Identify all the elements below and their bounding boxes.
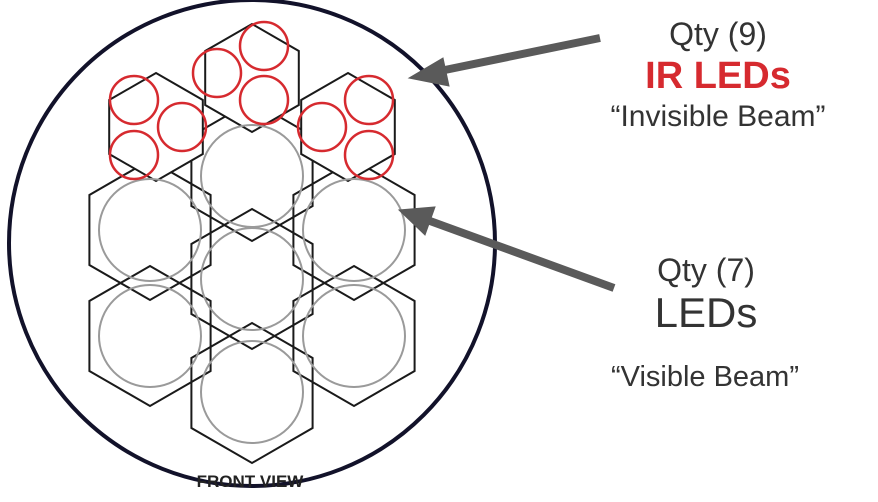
visible-led (302, 178, 406, 282)
large-hex-cell (292, 264, 416, 408)
ir-led (296, 101, 348, 153)
ir-arrow (407, 34, 601, 87)
visible-beam-description: “Visible Beam” (610, 361, 800, 393)
ir-qty-label: Qty (9) (669, 16, 767, 52)
large-hex-cell (292, 158, 416, 302)
visible-led-title: LEDs (654, 289, 758, 336)
visible-led (200, 340, 304, 444)
large-hex-cell (190, 321, 314, 465)
ir-led (156, 101, 208, 153)
visible-arrow-head (397, 206, 436, 236)
ir-led (343, 129, 395, 181)
visible-led-group (98, 124, 406, 444)
ir-led (238, 20, 290, 72)
visible-qty-label: Qty (7) (657, 252, 755, 288)
ir-led (238, 74, 290, 126)
visible-arrow (397, 206, 616, 292)
ir-arrow-head (407, 57, 450, 87)
visible-arrow-shaft (428, 217, 616, 292)
small-hex-cell (300, 71, 396, 183)
ir-arrow-shaft (439, 34, 601, 75)
visible-led (98, 178, 202, 282)
ir-led (108, 129, 160, 181)
ir-led-group (108, 20, 395, 181)
front-view-caption: FRONT VIEW (196, 472, 304, 491)
visible-led (200, 227, 304, 331)
large-hex-cell (190, 207, 314, 351)
large-hex-cell (88, 264, 212, 408)
visible-led (302, 284, 406, 388)
ir-led (108, 74, 160, 126)
ir-beam-description: “Invisible Beam” (610, 100, 826, 133)
visible-led (98, 284, 202, 388)
large-hex-cell (88, 158, 212, 302)
ir-led (191, 47, 243, 99)
ir-led-title: IR LEDs (645, 55, 791, 97)
ir-led (343, 74, 395, 126)
